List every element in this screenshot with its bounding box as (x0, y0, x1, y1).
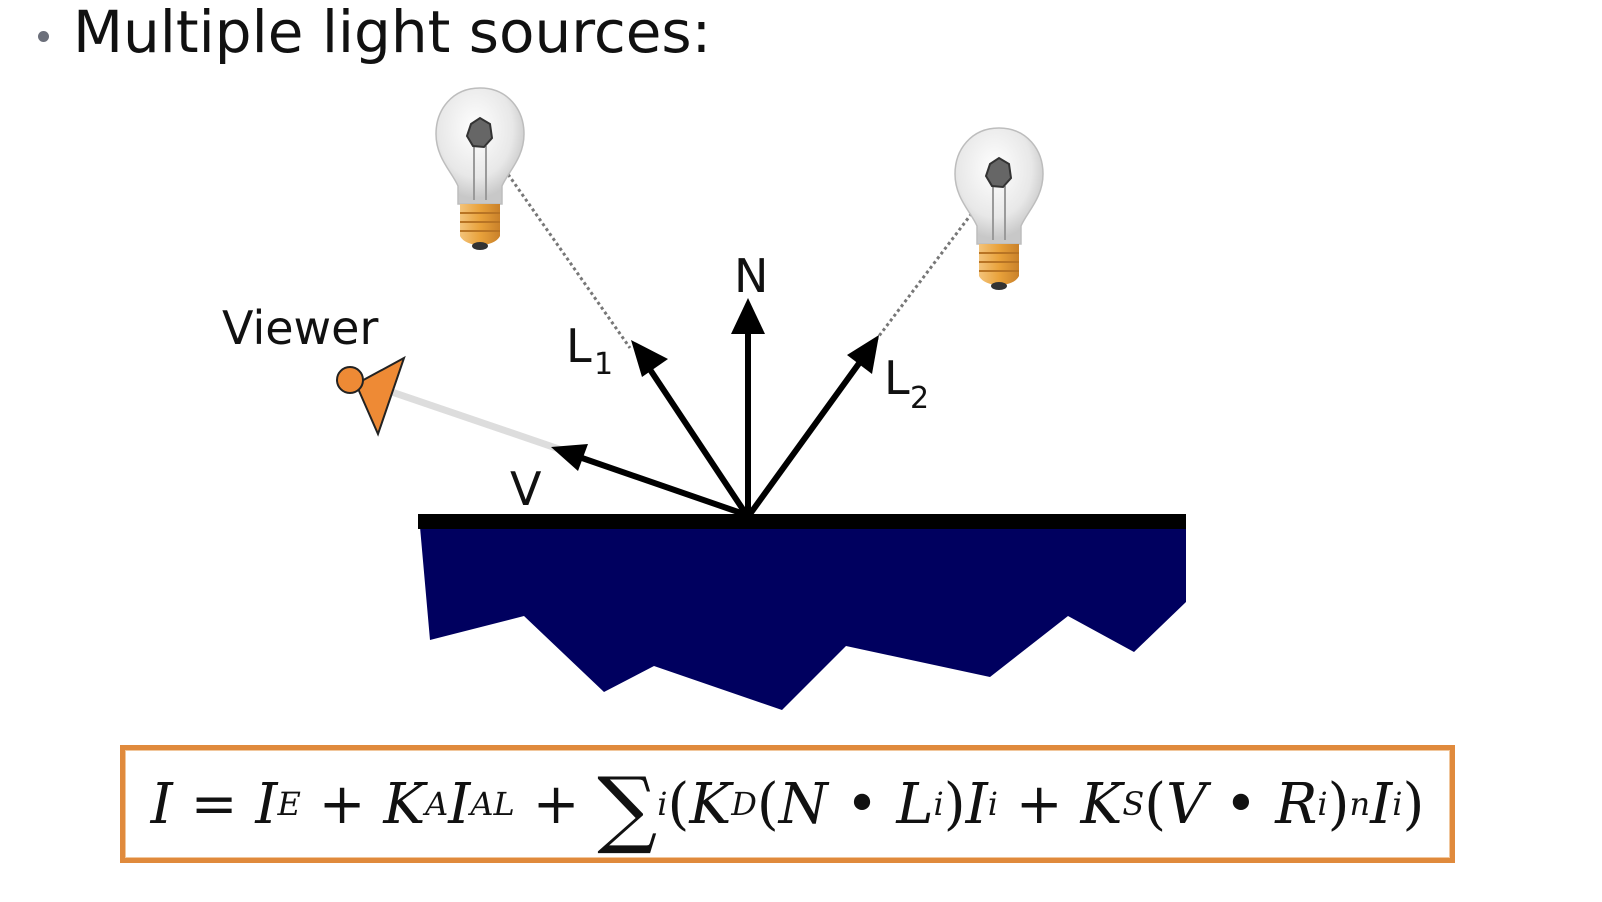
view-vector (551, 444, 745, 517)
light1-vector (631, 340, 749, 516)
viewer-label: Viewer (222, 301, 378, 355)
bullet-item: Multiple light sources: (38, 0, 711, 72)
light2-label: L (884, 351, 910, 405)
viewer-sightline (390, 388, 564, 454)
light-bulb-icon (435, 87, 525, 250)
bullet-dot (38, 30, 49, 42)
surface-line (418, 514, 1186, 529)
normal-label: N (734, 249, 768, 303)
light2-subscript: 2 (910, 381, 929, 416)
viewer-eye-icon (336, 355, 406, 437)
surface (418, 514, 1186, 710)
light-bulb-icon (954, 127, 1044, 290)
bullet-text: Multiple light sources: (73, 0, 712, 66)
light1-subscript: 1 (594, 347, 613, 382)
view-label: V (510, 462, 542, 516)
normal-vector (731, 298, 765, 514)
light1-label: L (566, 319, 592, 373)
surface-body (420, 527, 1186, 710)
light2-vector (747, 335, 879, 516)
